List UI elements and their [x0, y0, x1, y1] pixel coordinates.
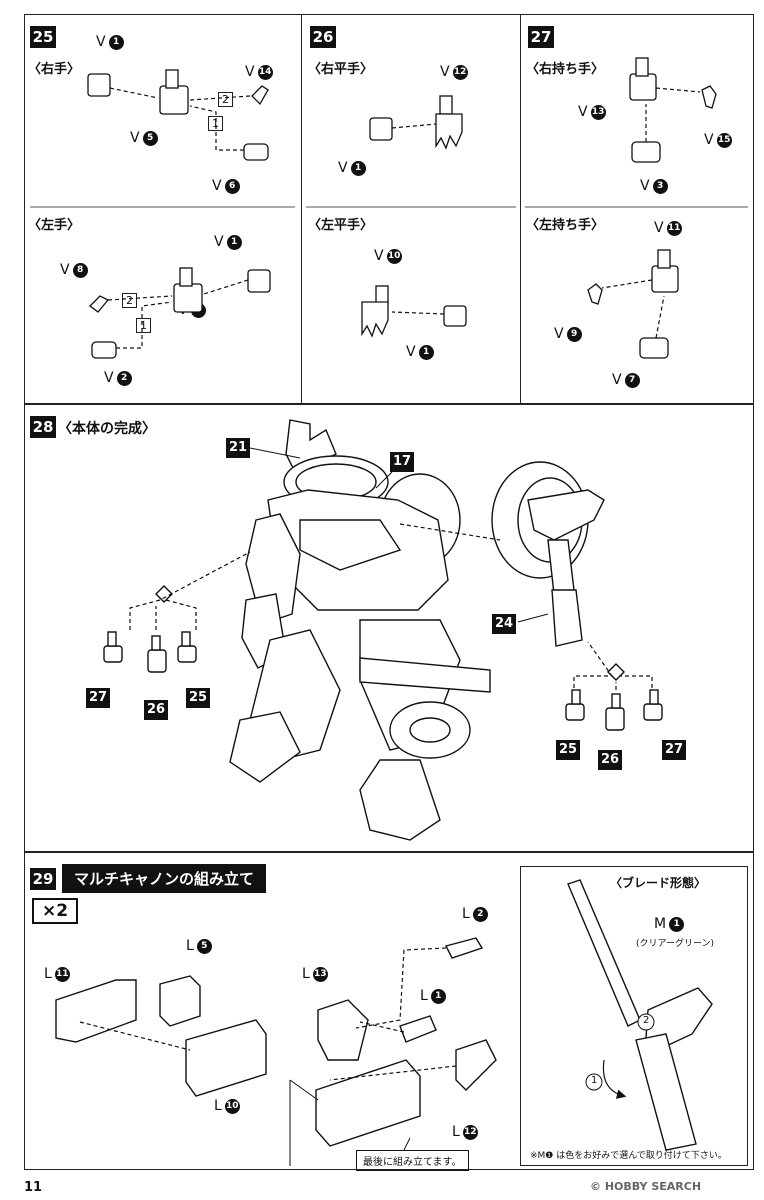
order-box: 2 [122, 293, 137, 308]
right-grip-hand-title: 〈右持ち手〉 [526, 62, 605, 77]
panel-29 [24, 852, 754, 1170]
right-flat-hand-title: 〈右平手〉 [308, 62, 374, 77]
left-hand-title: 〈左手〉 [28, 218, 81, 233]
step-marker: 2 [643, 1015, 650, 1026]
part-tag-27: 27 [86, 688, 110, 708]
panel-28 [24, 404, 754, 852]
step-number-29: 29 [30, 868, 56, 890]
panel-blade [520, 866, 748, 1166]
step-number-27: 27 [528, 26, 554, 48]
part-tag-27: 27 [662, 740, 686, 760]
left-flat-hand-title: 〈左平手〉 [308, 218, 374, 233]
part-tag-26: 26 [144, 700, 168, 720]
assemble-last-note: 最後に組み立てます。 [356, 1150, 469, 1171]
clear-green-note: (クリアーグリーン) [636, 939, 715, 949]
part-tag-25: 25 [556, 740, 580, 760]
multicannon-title: マルチキャノンの組み立て [62, 864, 267, 893]
blade-footnote: ※M❶ は色をお好みで選んで取り付けて下さい。 [530, 1151, 727, 1161]
order-box: 1 [208, 116, 223, 131]
page-number: 11 [24, 1180, 43, 1195]
quantity-badge: ×2 [32, 898, 79, 924]
right-hand-title: 〈右手〉 [28, 62, 81, 77]
blade-form-title: 〈ブレード形態〉 [610, 876, 707, 890]
step-number-28: 28 [30, 416, 56, 438]
part-tag-25: 25 [186, 688, 210, 708]
watermark: © HOBBY SEARCH [590, 1180, 702, 1193]
order-box: 1 [136, 318, 151, 333]
left-grip-hand-title: 〈左持ち手〉 [526, 218, 605, 233]
step-number-25: 25 [30, 26, 56, 48]
step-number-26: 26 [310, 26, 336, 48]
body-completion-title: 〈本体の完成〉 [58, 421, 156, 437]
step-marker: 1 [591, 1075, 598, 1086]
panel-27 [520, 14, 754, 404]
part-tag-21: 21 [226, 438, 250, 458]
order-box: 2 [218, 92, 233, 107]
part-tag-17: 17 [390, 452, 414, 472]
part-tag-24: 24 [492, 614, 516, 634]
part-tag-26: 26 [598, 750, 622, 770]
